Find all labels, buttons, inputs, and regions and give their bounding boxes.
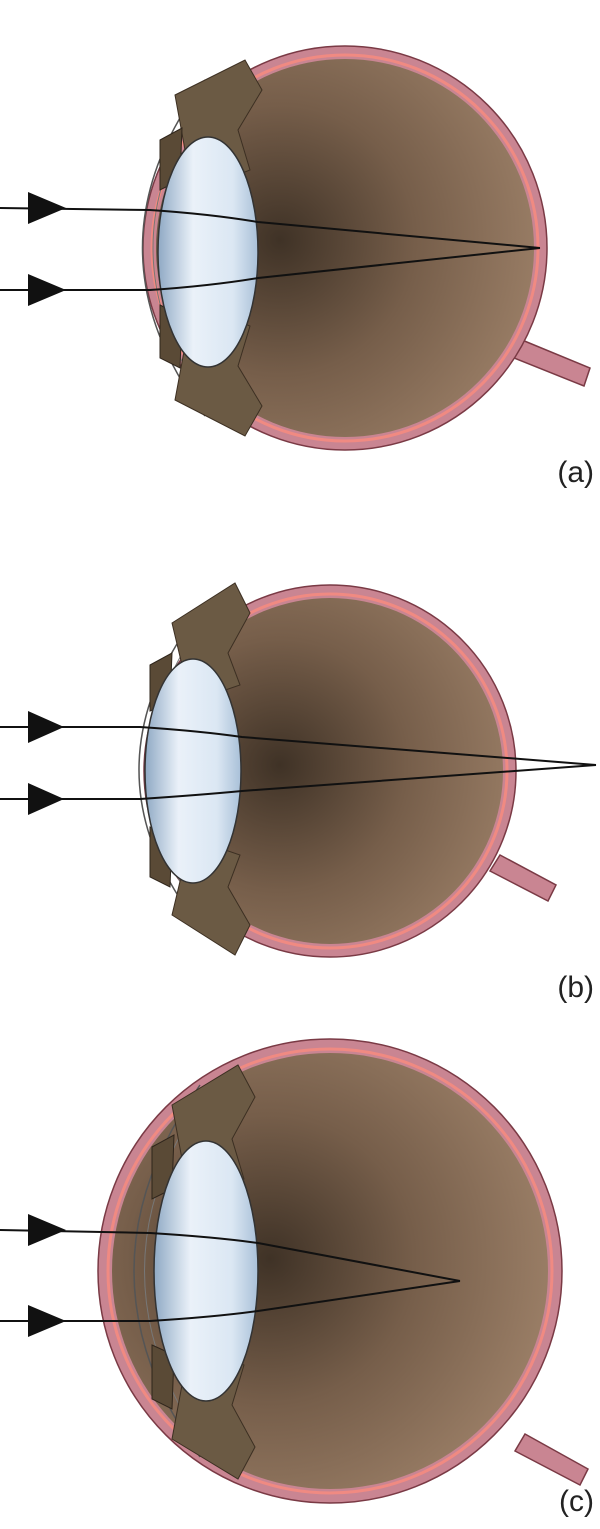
arrowhead-icon: [28, 711, 64, 743]
arrowhead-icon: [28, 1305, 66, 1337]
lens: [157, 136, 259, 368]
panel-c: (c): [0, 1029, 600, 1529]
arrowhead-icon: [28, 192, 66, 224]
retina-line: [106, 1047, 554, 1495]
light-rays: [0, 1229, 461, 1322]
panel-b: (b): [0, 515, 600, 1015]
optic-nerve-icon: [512, 339, 591, 387]
optic-nerve-icon: [488, 854, 557, 903]
panel-label-b: (b): [557, 971, 594, 1004]
arrowhead-icon: [28, 1214, 66, 1246]
lens: [144, 658, 242, 884]
eye-diagram-b: [0, 582, 597, 958]
panel-a: (a): [0, 0, 600, 500]
eye-interior: [157, 598, 503, 944]
light-rays: [0, 207, 541, 291]
cornea-inner: [144, 1096, 204, 1446]
cornea: [141, 79, 206, 417]
light-rays: [0, 726, 597, 800]
arrowhead-icon: [28, 783, 64, 815]
panel-label-c: (c): [559, 1485, 594, 1518]
arrowhead-icon: [28, 274, 66, 306]
optic-nerve-icon: [513, 1432, 589, 1487]
lens: [153, 1140, 259, 1402]
eye-interior: [156, 59, 534, 437]
eye-diagram-a: [0, 45, 591, 451]
panel-label-a: (a): [557, 456, 594, 489]
eye-diagram-c: [0, 1038, 589, 1504]
